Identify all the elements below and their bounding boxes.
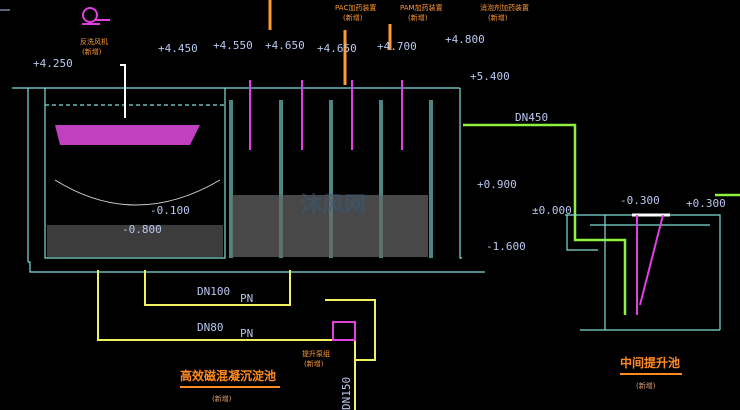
elev-4250: +4.250 bbox=[33, 57, 73, 70]
pac-sub: (新增) bbox=[343, 13, 363, 22]
defoam-label: 消泡剂加药装置 bbox=[480, 3, 529, 12]
elev-4650-a: +4.650 bbox=[265, 39, 305, 52]
pam-label: PAM加药装置 bbox=[400, 3, 443, 12]
elev-4450: +4.450 bbox=[158, 42, 198, 55]
tank1-title: 高效磁混凝沉淀池 bbox=[180, 368, 276, 383]
defoam-sub: (新增) bbox=[488, 13, 508, 22]
outlet-pipe bbox=[463, 123, 740, 315]
elev-4650-b: +4.650 bbox=[317, 42, 357, 55]
air-pipe bbox=[120, 64, 126, 118]
tank2-subtitle: (新增) bbox=[636, 381, 656, 390]
tank1-subtitle: (新增) bbox=[212, 394, 232, 403]
pipe-pn-1: PN bbox=[240, 292, 253, 305]
sedimentation-tank bbox=[12, 87, 485, 273]
elev-4800: +4.800 bbox=[445, 33, 485, 46]
elev-1600: -1.600 bbox=[486, 240, 526, 253]
pipe-dn100: DN100 bbox=[197, 285, 230, 298]
pump-icon bbox=[332, 321, 356, 341]
pipe-pn-2: PN bbox=[240, 327, 253, 340]
elev-0800: -0.800 bbox=[122, 223, 162, 236]
pipe-dn150: DN150 bbox=[340, 377, 353, 410]
pipe-dn80: DN80 bbox=[197, 321, 224, 334]
blower-icon bbox=[82, 7, 110, 25]
pump-sub: (新增) bbox=[304, 359, 324, 368]
lift-tank bbox=[565, 213, 721, 331]
pam-sub: (新增) bbox=[408, 13, 428, 22]
elev-0300-pos: +0.300 bbox=[686, 197, 726, 210]
chemical-feed-pipes bbox=[0, 0, 403, 150]
blower-label: 反洗风机 bbox=[80, 37, 108, 46]
pump-label: 提升泵组 bbox=[302, 349, 330, 358]
elev-4550: +4.550 bbox=[213, 39, 253, 52]
pac-label: PAC加药装置 bbox=[335, 3, 376, 12]
elev-4700: +4.700 bbox=[377, 40, 417, 53]
blower-sub: (新增) bbox=[82, 47, 102, 56]
tank2-title: 中间提升池 bbox=[620, 355, 680, 370]
pipe-dn450: DN450 bbox=[515, 111, 548, 124]
watermark: 沐风网 bbox=[300, 193, 366, 218]
elev-5400: +5.400 bbox=[470, 70, 510, 83]
sludge-pipes bbox=[97, 270, 376, 410]
elev-0900: +0.900 bbox=[477, 178, 517, 191]
elev-0000: ±0.000 bbox=[532, 204, 572, 217]
elev-0300-neg: -0.300 bbox=[620, 194, 660, 207]
elev-0100: -0.100 bbox=[150, 204, 190, 217]
